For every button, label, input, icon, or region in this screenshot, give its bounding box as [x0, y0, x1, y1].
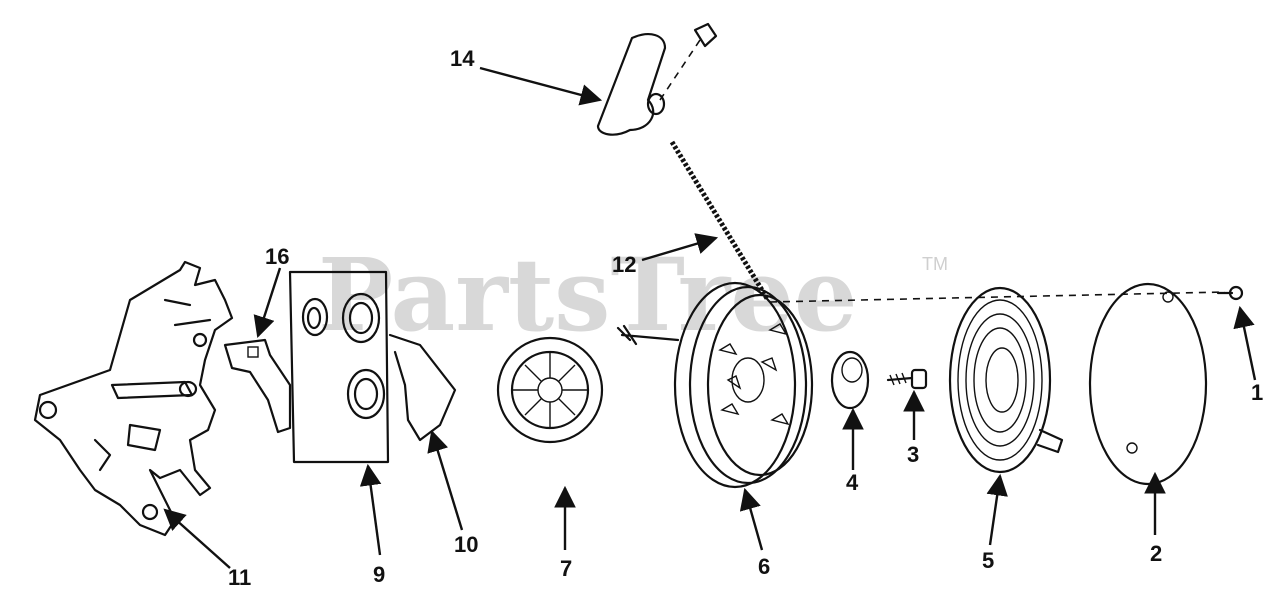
spring-clip [223, 338, 292, 434]
starter-handle [596, 33, 667, 136]
part-label-7: 7 [560, 556, 572, 581]
starter-pulley [673, 281, 814, 489]
part-label-16: 16 [265, 244, 289, 269]
control-bracket [33, 260, 234, 537]
pulley-pin [616, 324, 680, 346]
assembly-line-handle [659, 39, 701, 101]
callout-arrow-11 [163, 508, 231, 569]
callout-arrow-14 [479, 66, 603, 106]
callout-arrow-6 [739, 487, 764, 551]
part-label-1: 1 [1251, 380, 1263, 405]
assembly-line-horizontal [769, 291, 1226, 303]
part-label-3: 3 [907, 442, 919, 467]
part-label-9: 9 [373, 562, 385, 587]
callout-arrow-12 [641, 233, 719, 262]
part-label-14: 14 [450, 46, 475, 71]
starter-rope [669, 140, 771, 302]
part-label-2: 2 [1150, 541, 1162, 566]
starter-gear [496, 336, 604, 444]
part-label-6: 6 [758, 554, 770, 579]
pawl-cup [830, 350, 870, 410]
part-label-4: 4 [846, 470, 859, 495]
part-label-12: 12 [612, 252, 636, 277]
part-label-11: 11 [228, 565, 251, 590]
callout-arrow-9 [359, 463, 382, 556]
callout-arrow-1 [1233, 305, 1257, 381]
callout-arrow-16 [253, 267, 282, 339]
callout-arrow-5 [986, 473, 1008, 546]
control-panel-plate [288, 270, 390, 464]
callout-arrow-10 [427, 429, 464, 531]
part-label-5: 5 [982, 548, 994, 573]
handle-nut [693, 22, 718, 48]
recoil-spring [948, 286, 1064, 474]
watermark-text: PartsTree [318, 236, 858, 354]
watermark-tm: TM [922, 254, 948, 274]
part-label-10: 10 [454, 532, 478, 557]
starter-cover [1088, 282, 1208, 486]
retainer-screw [886, 368, 928, 390]
cover-screw [1216, 285, 1244, 301]
